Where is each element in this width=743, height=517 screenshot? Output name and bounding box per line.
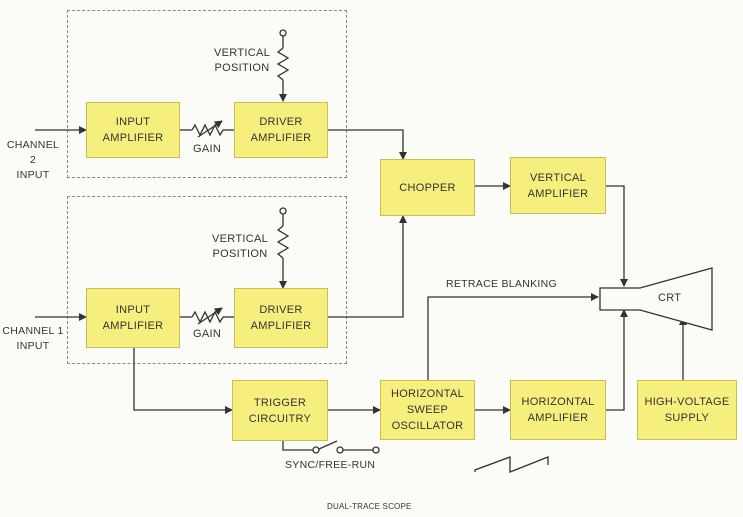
sync-switch-icon [318, 440, 338, 450]
retrace-blanking-wire [427, 293, 599, 380]
driver1-to-chopper-wire [328, 215, 407, 318]
channel1-input-label: CHANNEL 1 INPUT [2, 325, 64, 352]
gain-label-bottom: GAIN [193, 328, 222, 340]
high-voltage-supply-block: HIGH-VOLTAGE SUPPLY [637, 380, 737, 440]
input-amplifier-2: INPUT AMPLIFIER [86, 102, 180, 158]
input1-to-trigger-wire [133, 348, 233, 414]
retrace-blanking-label: RETRACE BLANKING [446, 278, 557, 290]
sync-free-run-label: SYNC/FREE-RUN [285, 459, 376, 471]
chopper-block: CHOPPER [380, 159, 475, 216]
crt-icon [599, 267, 713, 331]
input-amplifier-1: INPUT AMPLIFIER [86, 288, 180, 348]
vertical-position-label-bottom: VERTICAL POSITION [212, 233, 268, 260]
driver2-to-chopper-wire [328, 129, 407, 160]
horizontal-sweep-oscillator-block: HORIZONTAL SWEEP OSCILLATOR [380, 380, 475, 440]
diagram-caption: DUAL-TRACE SCOPE [327, 502, 412, 511]
channel1-enclosure [67, 196, 347, 364]
driver-amplifier-1: DRIVER AMPLIFIER [234, 288, 328, 348]
trigger-circuitry-block: TRIGGER CIRCUITRY [232, 380, 328, 441]
driver-amplifier-2: DRIVER AMPLIFIER [234, 102, 328, 158]
channel2-enclosure [67, 10, 347, 178]
gain-label-top: GAIN [193, 143, 222, 155]
crt-label: CRT [658, 292, 682, 304]
vertical-position-resistor-icon [276, 47, 290, 81]
vertical-amplifier-block: VERTICAL AMPLIFIER [510, 157, 606, 214]
sawtooth-waveform-icon [474, 456, 549, 473]
channel2-input-label: CHANNEL 2 INPUT [6, 139, 60, 181]
vertical-position-label-top: VERTICAL POSITION [214, 47, 270, 74]
horizontal-amplifier-block: HORIZONTAL AMPLIFIER [510, 380, 606, 440]
